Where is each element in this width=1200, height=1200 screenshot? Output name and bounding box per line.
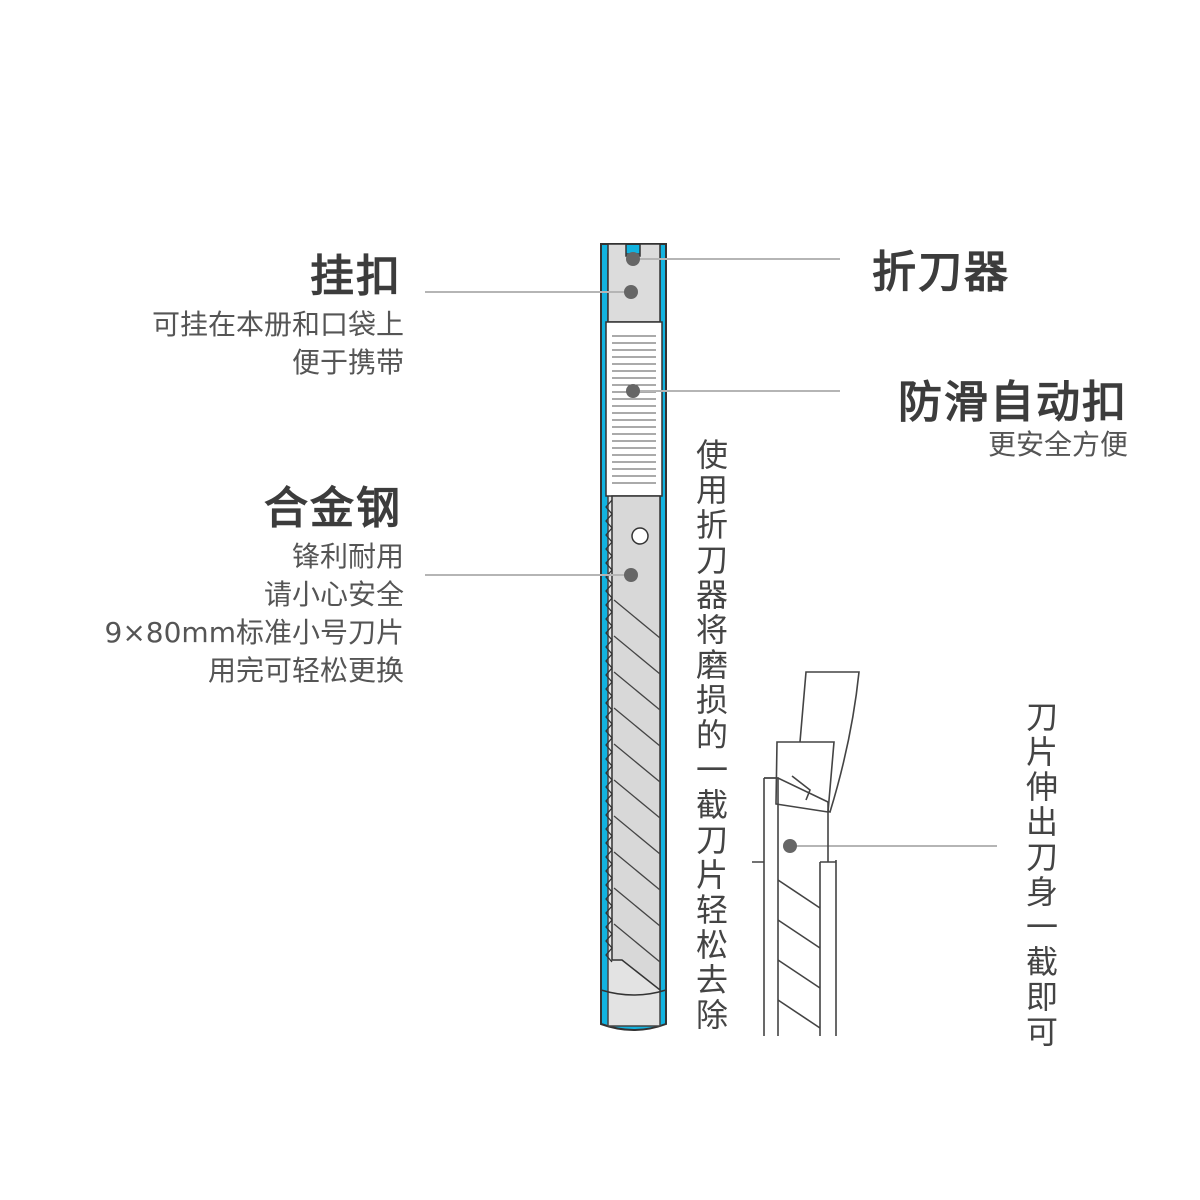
blade-title: 合金钢: [264, 483, 402, 534]
blade-hole: [631, 527, 649, 545]
blade-snap-line: [613, 779, 661, 819]
handle-end: [600, 989, 667, 996]
pointer-dots: [624, 252, 640, 582]
blade-desc-line: 请小心安全: [263, 578, 404, 611]
blade-desc-line: 用完可轻松更换: [207, 654, 404, 687]
blade-teeth: [605, 499, 613, 963]
snap-instruction: 使用折刀器将磨损的一截刀片轻松去除: [691, 438, 729, 1033]
leader-lines: [425, 258, 997, 847]
snapper-title: 折刀器: [872, 247, 1010, 298]
cutter-main: [600, 243, 667, 1031]
extend-instruction: 刀片伸出刀身一截即可: [1021, 700, 1059, 1050]
clip-desc-line: 便于携带: [291, 346, 404, 379]
blade-snap-line: [613, 599, 661, 639]
extended-snap-line: [777, 959, 821, 989]
clip-title: 挂扣: [310, 251, 402, 302]
blade-desc: 锋利耐用 请小心安全 9×80mm标准小号刀片 用完可轻松更换: [105, 538, 404, 690]
clip-desc-line: 可挂在本册和口袋上: [151, 308, 404, 341]
blade-desc-line: 9×80mm标准小号刀片: [104, 616, 404, 649]
blade-segments: [613, 599, 661, 963]
blade: [611, 495, 661, 992]
slider-lock: [605, 321, 663, 497]
extended-slider-notch: [791, 775, 811, 801]
blade-snap-line: [613, 923, 661, 963]
dot-extend: [783, 839, 797, 853]
blade-snap-line: [613, 743, 661, 783]
blade-snap-line: [613, 851, 661, 891]
dot-clip: [624, 285, 638, 299]
extended-snap-line: [777, 879, 821, 909]
blade-snap-line: [613, 635, 661, 675]
blade-snap-line: [613, 707, 661, 747]
dot-slider: [626, 384, 640, 398]
slider-desc: 更安全方便: [988, 426, 1128, 464]
slider-desc-line: 更安全方便: [987, 428, 1128, 461]
dot-snapper: [626, 252, 640, 266]
extended-snap-line: [777, 999, 821, 1029]
blade-snap-line: [613, 887, 661, 927]
blade-snap-line: [613, 815, 661, 855]
blade-snap-line: [613, 671, 661, 711]
extended-body-top: [752, 777, 829, 863]
clip-desc: 可挂在本册和口袋上 便于携带: [152, 306, 404, 382]
slider-title: 防滑自动扣: [898, 377, 1128, 428]
blade-desc-line: 锋利耐用: [291, 540, 404, 573]
extended-segments: [777, 879, 821, 1029]
cutter-extended: [752, 671, 860, 1036]
dot-blade: [624, 568, 638, 582]
extended-snap-line: [777, 919, 821, 949]
extended-body: [763, 777, 837, 1036]
